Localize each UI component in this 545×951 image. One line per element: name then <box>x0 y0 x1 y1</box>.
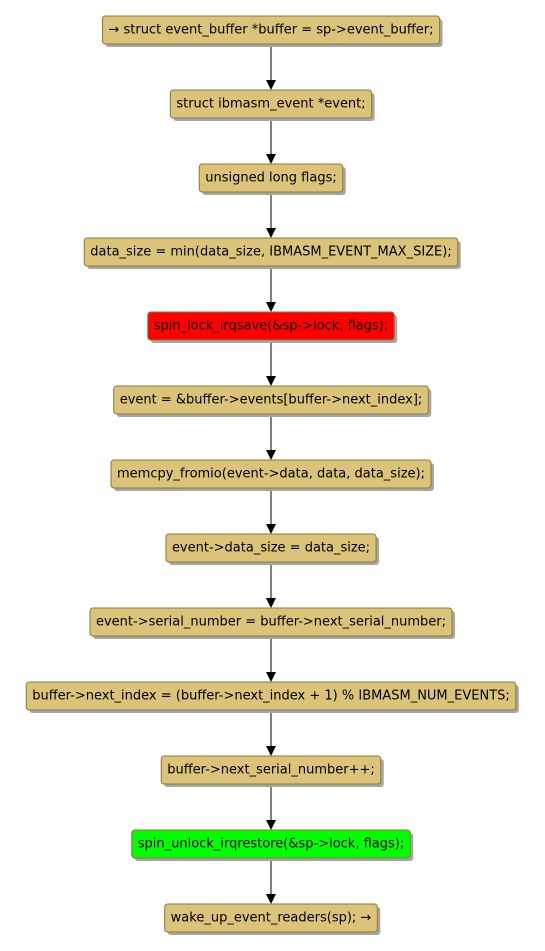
step-label: event->data_size = data_size; <box>172 541 370 556</box>
step-label: memcpy_fromio(event->data, data, data_si… <box>117 467 425 482</box>
flow-step: unsigned long flags; <box>198 163 346 195</box>
step-label: spin_lock_irqsave(&sp->lock, flags); <box>154 319 388 334</box>
flow-step: → struct event_buffer *buffer = sp->even… <box>101 15 443 47</box>
step-box <box>160 755 382 785</box>
step-box <box>164 903 378 933</box>
step-box <box>101 15 441 45</box>
step-box <box>25 681 517 711</box>
step-label: buffer->next_serial_number++; <box>167 763 375 778</box>
flow-step: buffer->next_index = (buffer->next_index… <box>25 681 519 713</box>
flow-step: wake_up_event_readers(sp); → <box>164 903 381 935</box>
step-label: unsigned long flags; <box>205 171 337 186</box>
flow-steps: → struct event_buffer *buffer = sp->even… <box>25 15 519 935</box>
flow-step: data_size = min(data_size, IBMASM_EVENT_… <box>83 237 461 269</box>
step-label: → struct event_buffer *buffer = sp->even… <box>108 23 433 38</box>
step-box <box>165 533 377 563</box>
step-label: wake_up_event_readers(sp); → <box>171 911 372 926</box>
flow-step: event = &buffer->events[buffer->next_ind… <box>113 385 432 417</box>
step-box <box>198 163 344 193</box>
step-label: buffer->next_index = (buffer->next_index… <box>32 689 510 704</box>
flow-step: spin_lock_irqsave(&sp->lock, flags); <box>147 311 398 343</box>
step-box <box>89 607 453 637</box>
step-label: struct ibmasm_event *event; <box>176 97 365 112</box>
flow-step: spin_unlock_irqrestore(&sp->lock, flags)… <box>131 829 414 861</box>
flow-step: event->data_size = data_size; <box>165 533 380 565</box>
step-box <box>113 385 429 415</box>
flow-step: memcpy_fromio(event->data, data, data_si… <box>110 459 434 491</box>
step-box <box>169 89 373 119</box>
step-box <box>83 237 459 267</box>
flow-step: struct ibmasm_event *event; <box>169 89 375 121</box>
step-label: data_size = min(data_size, IBMASM_EVENT_… <box>90 245 451 260</box>
step-box <box>131 829 411 859</box>
step-label: spin_unlock_irqrestore(&sp->lock, flags)… <box>138 837 404 852</box>
step-box <box>110 459 432 489</box>
step-box <box>147 311 395 341</box>
flow-step: buffer->next_serial_number++; <box>160 755 384 787</box>
step-label: event = &buffer->events[buffer->next_ind… <box>120 393 423 408</box>
step-label: event->serial_number = buffer->next_seri… <box>96 615 446 630</box>
flow-step: event->serial_number = buffer->next_seri… <box>89 607 456 639</box>
